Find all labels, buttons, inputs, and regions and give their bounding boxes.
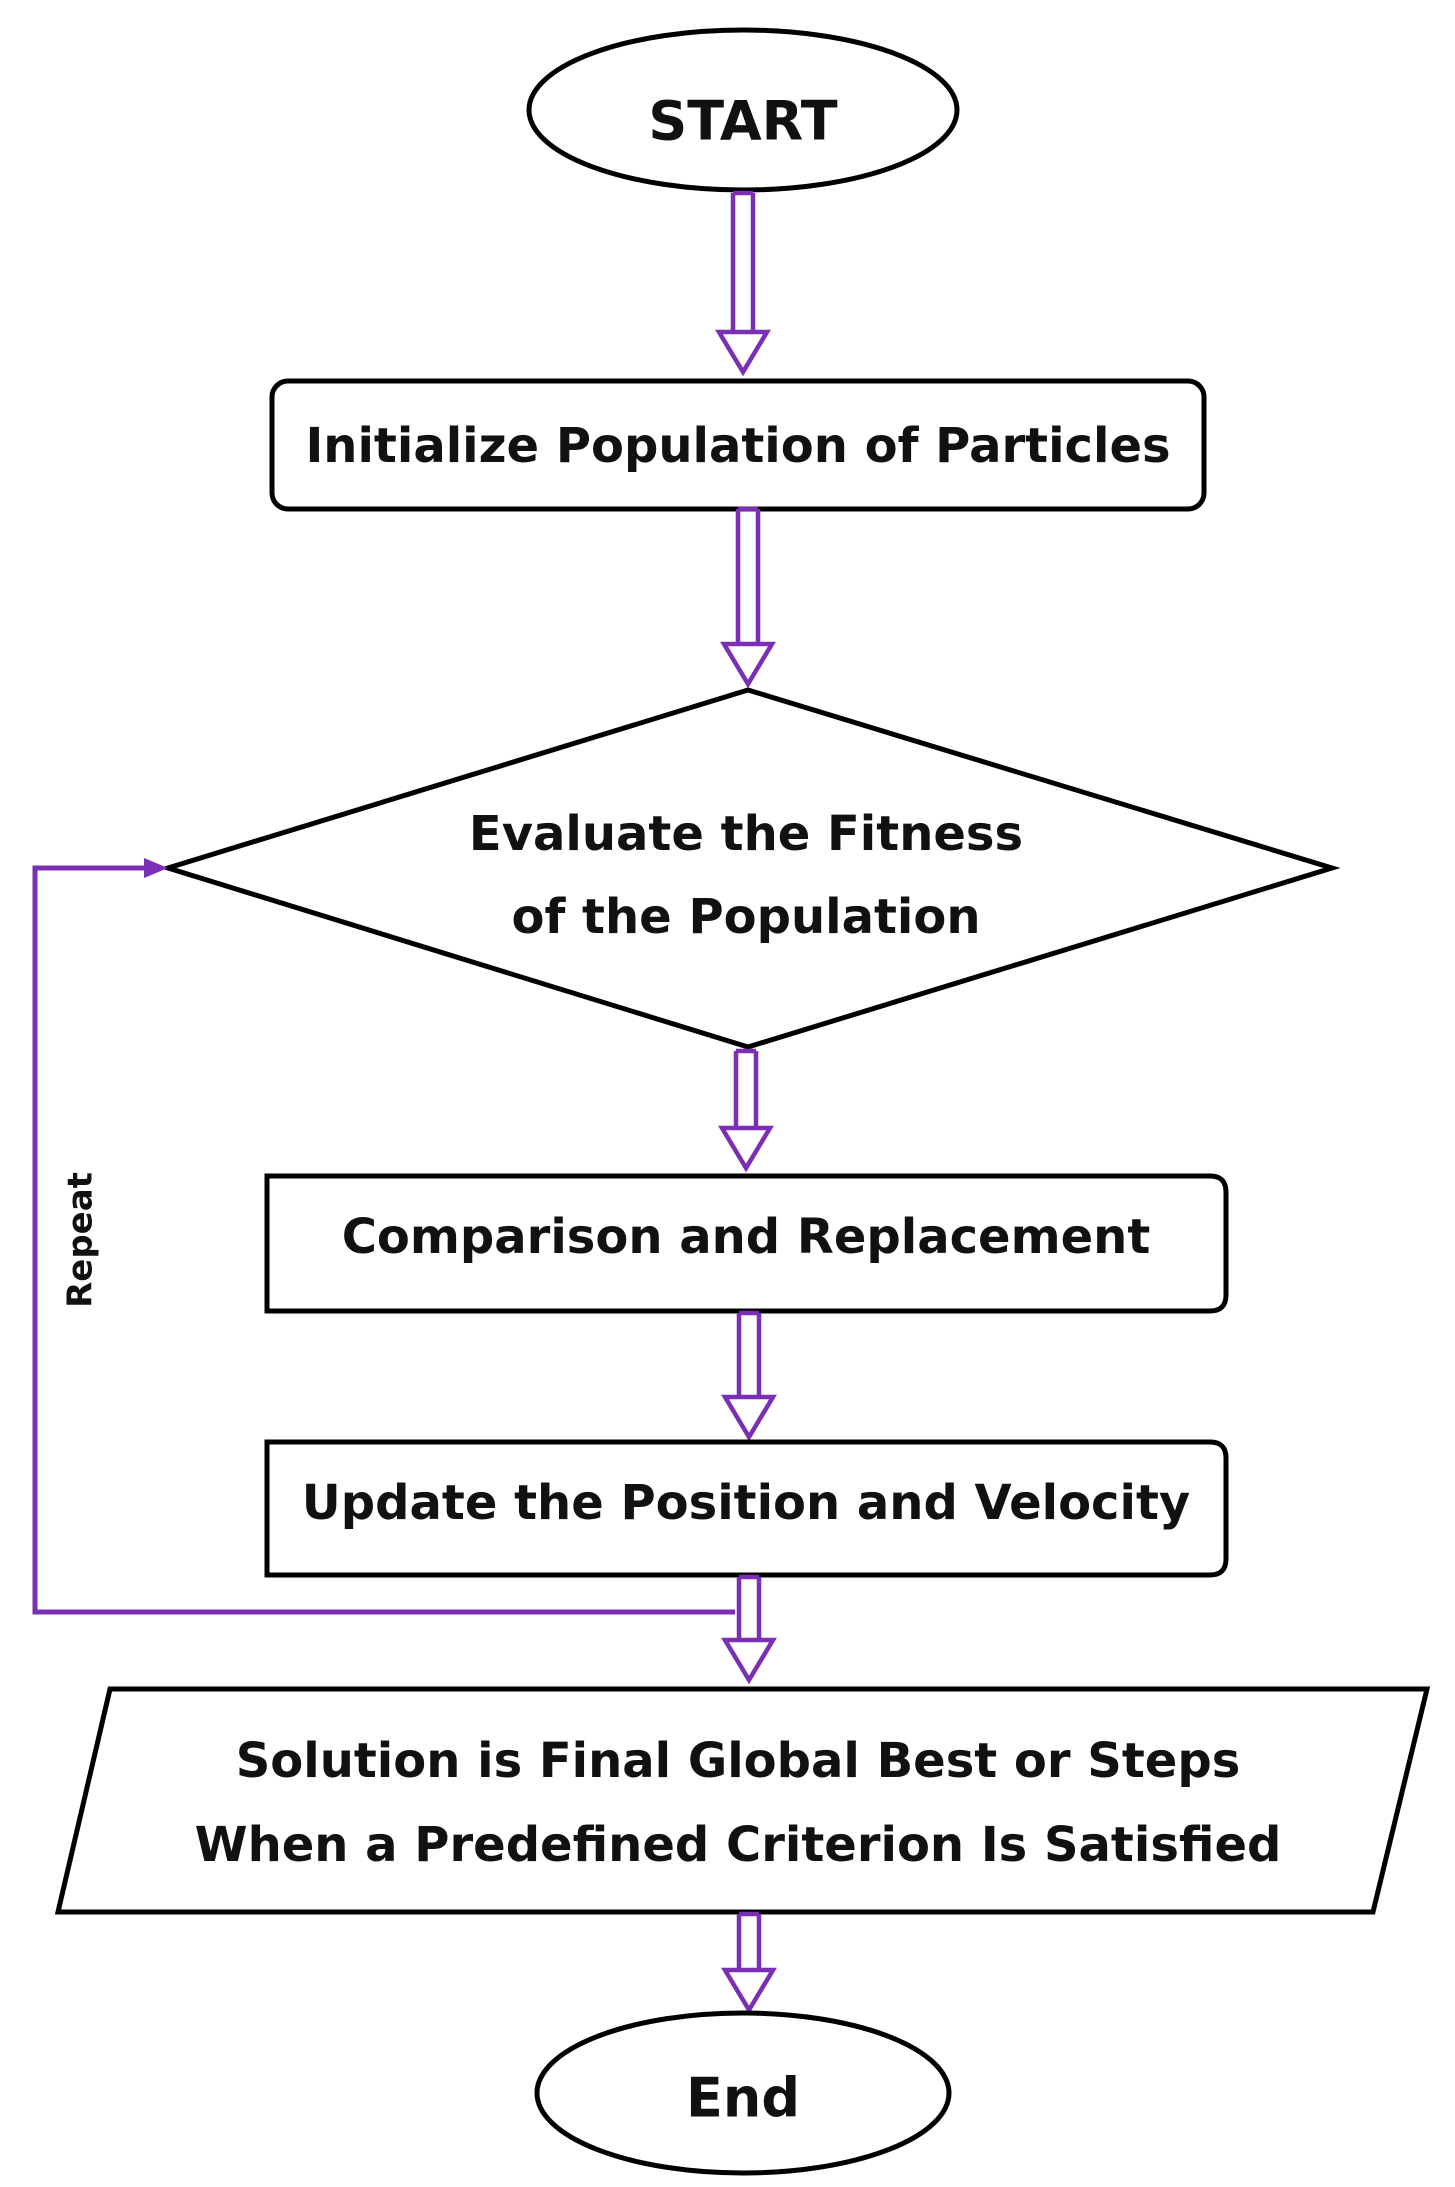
arrow-shaft bbox=[736, 1574, 762, 1640]
arrow-head bbox=[721, 1967, 777, 2015]
end-label: End bbox=[686, 2067, 800, 2130]
arrow-solution-to-end bbox=[721, 1911, 777, 2015]
update-node: Update the Position and Velocity bbox=[264, 1439, 1229, 1578]
loop-arrowhead bbox=[144, 858, 168, 878]
arrow-evaluate-to-compare bbox=[718, 1048, 774, 1173]
repeat-loop: Repeat bbox=[32, 858, 735, 1615]
update-label: Update the Position and Velocity bbox=[302, 1475, 1190, 1531]
arrow-head bbox=[721, 1394, 777, 1442]
arrow-head bbox=[721, 1637, 777, 1685]
arrow-shaft bbox=[735, 506, 761, 644]
arrow-initialize-to-evaluate bbox=[720, 506, 776, 689]
solution-node: Solution is Final Global Best or Steps W… bbox=[54, 1686, 1431, 1915]
solution-label-line2: When a Predefined Criterion Is Satisfied bbox=[195, 1817, 1282, 1873]
arrow-head bbox=[715, 329, 771, 377]
arrow-shaft bbox=[730, 190, 756, 332]
solution-label-line1: Solution is Final Global Best or Steps bbox=[236, 1733, 1241, 1789]
initialize-label: Initialize Population of Particles bbox=[305, 418, 1170, 474]
evaluate-label-line2: of the Population bbox=[511, 889, 980, 945]
arrow-start-to-initialize bbox=[715, 190, 771, 377]
arrow-compare-to-update bbox=[721, 1310, 777, 1442]
compare-label: Comparison and Replacement bbox=[342, 1209, 1151, 1265]
evaluate-node: Evaluate the Fitness of the Population bbox=[159, 687, 1341, 1050]
repeat-label: Repeat bbox=[61, 1172, 101, 1308]
arrow-shaft bbox=[736, 1911, 762, 1970]
start-label: START bbox=[648, 90, 837, 153]
compare-node: Comparison and Replacement bbox=[264, 1173, 1229, 1314]
arrow-shaft bbox=[736, 1310, 762, 1397]
arrow-update-to-solution bbox=[721, 1574, 777, 1685]
evaluate-label-line1: Evaluate the Fitness bbox=[469, 806, 1023, 862]
arrow-head bbox=[718, 1125, 774, 1173]
arrow-head bbox=[720, 641, 776, 689]
end-node: End bbox=[534, 2010, 952, 2176]
arrow-shaft bbox=[733, 1048, 759, 1128]
initialize-node: Initialize Population of Particles bbox=[269, 378, 1207, 512]
start-node: START bbox=[526, 27, 960, 193]
